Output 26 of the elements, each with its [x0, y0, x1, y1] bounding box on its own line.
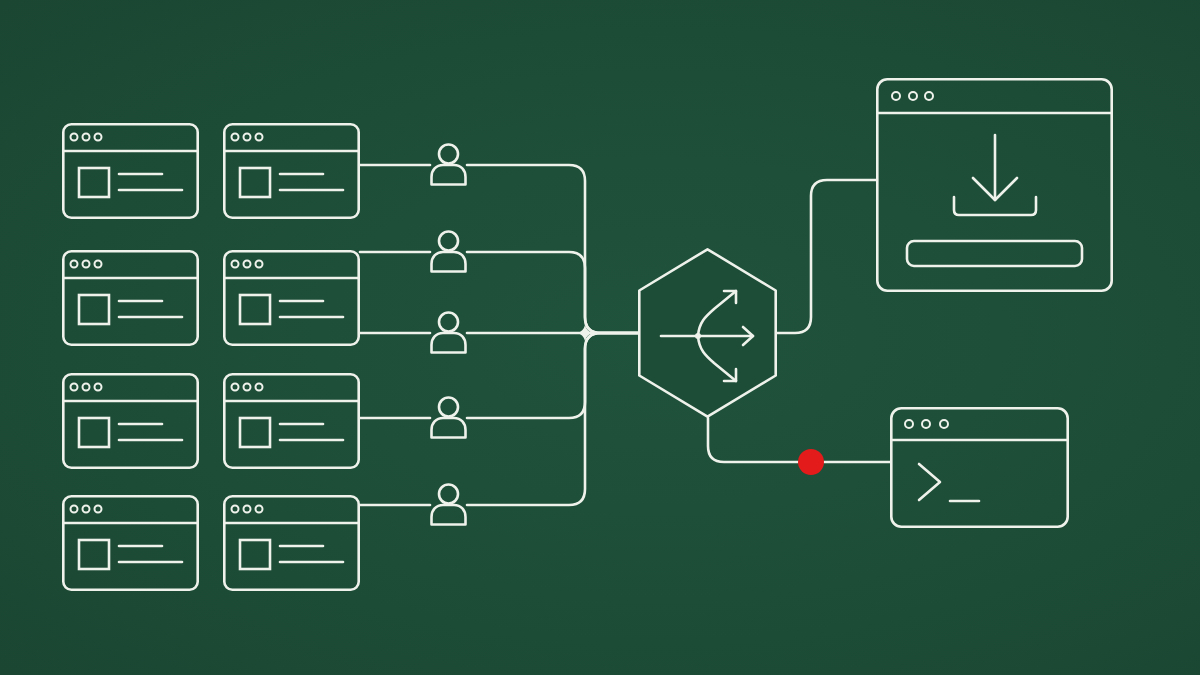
browser-window: [223, 123, 360, 219]
person-icon: [430, 143, 467, 186]
connector-line: [775, 178, 878, 335]
connector-line: [706, 416, 800, 464]
connector-line: [358, 416, 432, 420]
status-dot: [798, 449, 824, 475]
connector-line: [465, 331, 640, 507]
browser-window: [62, 123, 199, 219]
browser-window: [62, 495, 199, 591]
person-icon: [430, 483, 467, 526]
browser-window: [223, 495, 360, 591]
browser-window: [876, 78, 1113, 292]
person-icon: [430, 311, 467, 354]
person-icon: [430, 396, 467, 439]
connector-line: [358, 250, 432, 254]
browser-window: [62, 250, 199, 346]
hexagon-node: [638, 248, 777, 418]
connector-line: [822, 460, 892, 464]
connector-line: [358, 163, 432, 167]
person-icon: [430, 230, 467, 273]
connector-line: [358, 503, 432, 507]
browser-window: [890, 407, 1069, 528]
browser-window: [223, 373, 360, 469]
browser-window: [62, 373, 199, 469]
connector-line: [358, 331, 432, 335]
browser-window: [223, 250, 360, 346]
